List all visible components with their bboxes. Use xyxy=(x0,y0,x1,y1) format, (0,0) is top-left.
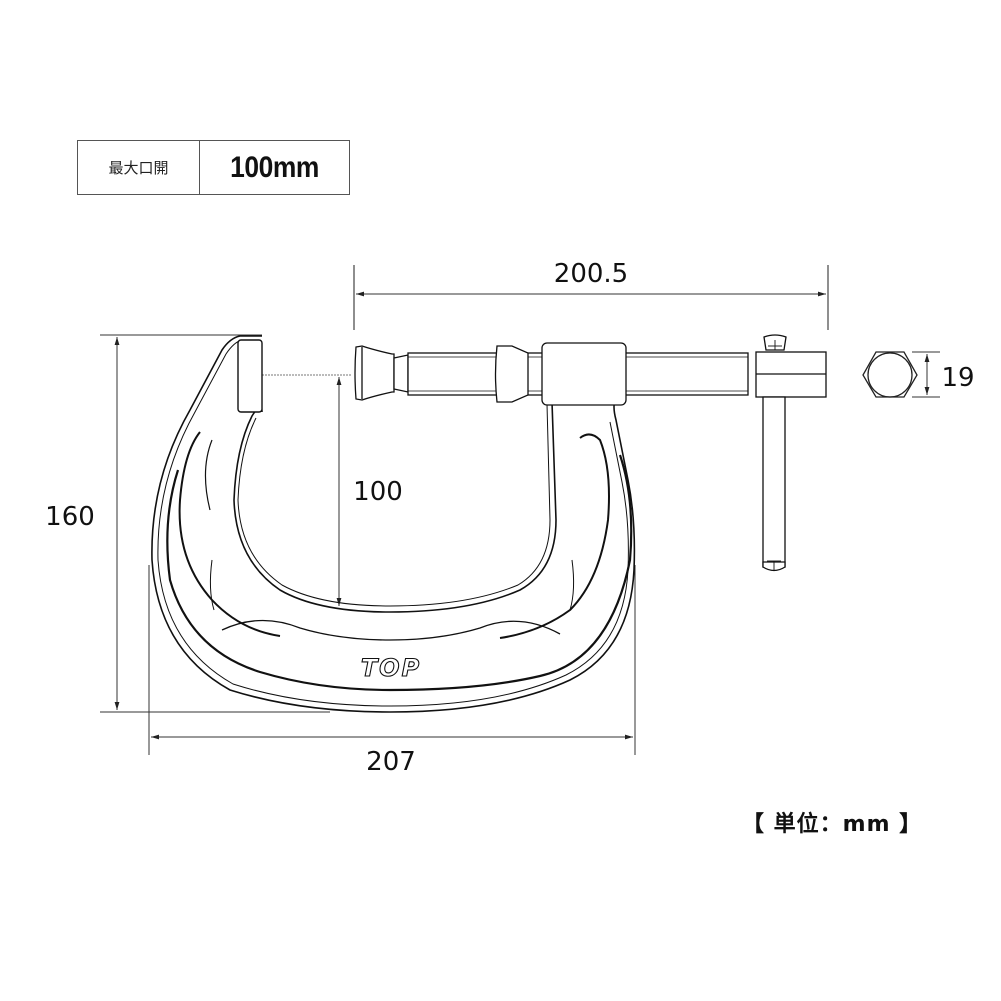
dimension-overall-length: 200.5 xyxy=(353,259,829,330)
dimension-width: 207 xyxy=(148,565,636,777)
spec-table: 最大口開 100mm xyxy=(77,140,350,195)
brand-logo: TOP xyxy=(361,654,421,682)
dim-label-100: 100 xyxy=(353,477,403,507)
dim-label-207: 207 xyxy=(366,747,416,777)
spec-label-max-opening: 最大口開 xyxy=(78,141,200,194)
dim-label-200-5: 200.5 xyxy=(554,259,628,289)
dim-label-160: 160 xyxy=(45,502,95,532)
fixed-jaw-pad xyxy=(237,339,263,413)
dimension-hex-width: 19 xyxy=(912,351,975,398)
hex-end-view xyxy=(862,351,918,398)
unit-note: 【 単位：mm 】 xyxy=(742,812,923,837)
spec-value-max-opening: 100mm xyxy=(230,150,319,184)
c-clamp-frame xyxy=(151,335,636,713)
dimension-height: 160 xyxy=(45,334,330,713)
spindle-assembly xyxy=(354,334,827,572)
dim-label-19: 19 xyxy=(941,363,974,393)
dimension-max-opening: 100 xyxy=(262,374,403,606)
